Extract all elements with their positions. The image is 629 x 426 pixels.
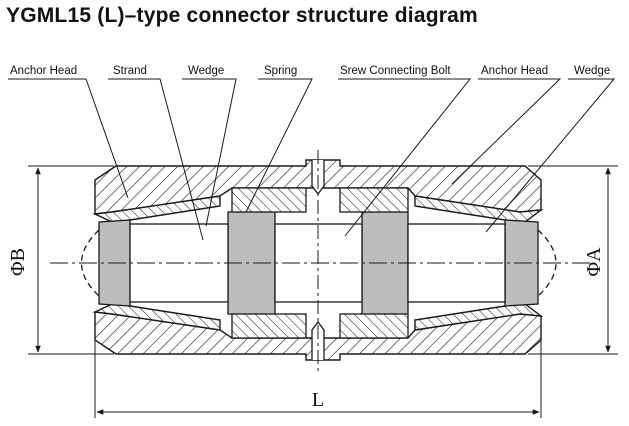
- dimension-lines: [28, 165, 618, 418]
- label-anchor-head-left: Anchor Head: [10, 65, 77, 77]
- label-spring: Spring: [264, 65, 297, 77]
- dim-length-label: L: [312, 389, 324, 411]
- leader-strand: [108, 78, 204, 241]
- leader-lines: [8, 78, 616, 241]
- coupling-left-sleeve-bottom: [231, 313, 307, 339]
- leader-screw-bolt: [338, 78, 472, 237]
- leader-anchor-head-right: [451, 78, 562, 185]
- label-strand: Strand: [113, 65, 147, 77]
- label-wedge-right: Wedge: [574, 65, 610, 77]
- diagram-title: YGML15 (L)–type connector structure diag…: [6, 4, 478, 27]
- leader-wedge-right: [485, 78, 616, 233]
- dim-inner-diameter-label: ΦA: [583, 247, 605, 277]
- leader-spring: [245, 78, 313, 213]
- coupling-right-sleeve-bottom: [339, 313, 409, 339]
- dim-outer-diameter-label: ΦB: [7, 248, 29, 276]
- label-wedge-left: Wedge: [188, 65, 224, 77]
- leader-anchor-head-left: [8, 78, 129, 199]
- leader-wedge-left: [182, 78, 237, 227]
- label-screw-connecting-bolt: Srew Connecting Bolt: [340, 65, 451, 77]
- coupling-left-sleeve: [231, 187, 307, 213]
- bolt-slot-bottom: [311, 320, 325, 360]
- label-anchor-head-right: Anchor Head: [481, 65, 548, 77]
